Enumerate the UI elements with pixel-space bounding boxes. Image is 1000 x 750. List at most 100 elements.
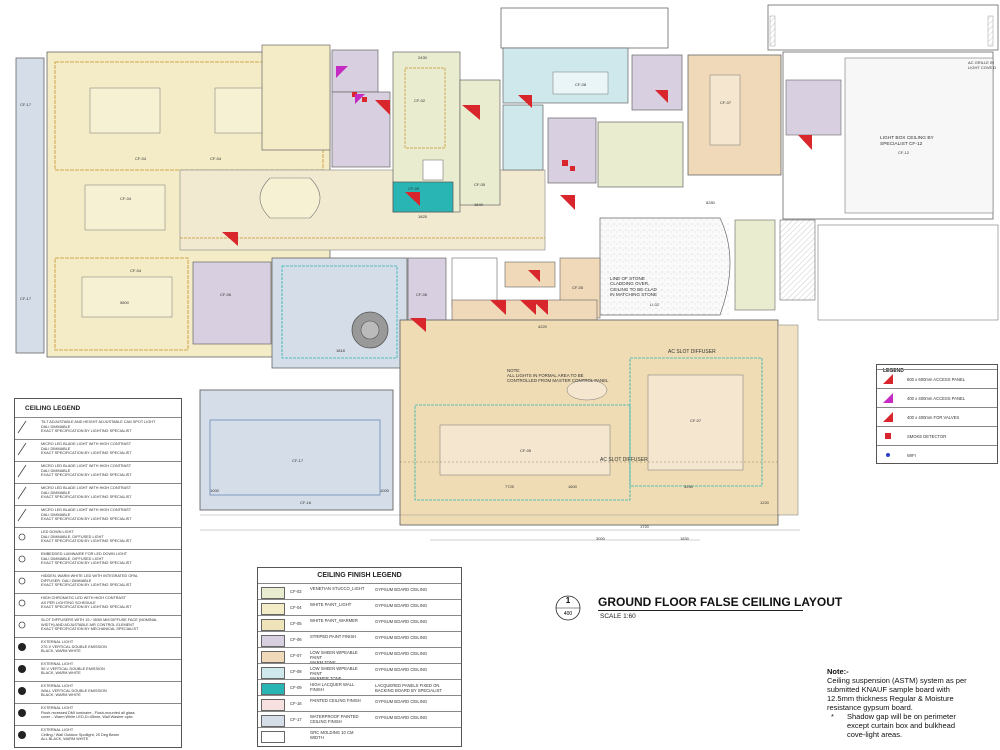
room-tag: CF-17 xyxy=(20,102,32,107)
finish-type: GYPSUM BOARD CEILING xyxy=(375,603,428,608)
ceiling-legend-text: EXTERNAL LIGHT 90-V VERTICAL DOUBLE EMIS… xyxy=(41,662,105,676)
dimension: 1640 xyxy=(474,202,483,207)
finish-name: PAINTED CEILING FINISH xyxy=(310,698,361,703)
notes-bullet-text: Shadow gap will be on perimeter except c… xyxy=(847,712,956,739)
finish-swatch xyxy=(261,603,285,615)
legend-label: 600 x 600mm ACCESS PANEL xyxy=(907,377,966,382)
sheet-number: 400 xyxy=(563,611,573,617)
notes-bullet: * xyxy=(831,712,834,721)
ceiling-legend-text: TILT ADJUSTABLE AND HEIGHT ADJUSTABLE CA… xyxy=(41,420,156,434)
drawing-number: 1 xyxy=(565,596,571,605)
room-tag: CF-06 xyxy=(220,292,232,297)
dimension: 1818 xyxy=(336,348,345,353)
title-block: 1 400 GROUND FLOOR FALSE CEILING LAYOUT … xyxy=(553,594,853,624)
ceiling-legend-text: HIGH CHROMATIC LED WITH HIGH CONTRAST AS… xyxy=(41,596,132,610)
finish-name: LOW SHEEN WIPEABLE PAINT WARMER TONE xyxy=(310,666,358,681)
notes-body: Ceiling suspension (ASTM) system as per … xyxy=(827,676,967,712)
fixture-symbol-icon xyxy=(18,665,26,673)
legend-label: SMOKE DETECTOR xyxy=(907,434,947,439)
ceiling-legend-item: LED DOWN LIGHT DALI DIMMABLE, DIFFUSED L… xyxy=(15,527,181,550)
ceiling-legend-item: HIGH CHROMATIC LED WITH HIGH CONTRAST AS… xyxy=(15,593,181,616)
fixture-symbol-icon xyxy=(18,599,26,607)
finish-code: CF-06 xyxy=(290,637,302,642)
finish-code: CF-08 xyxy=(290,669,302,674)
finish-code: CF-07 xyxy=(290,653,302,658)
legend-item: WIFI xyxy=(877,445,997,465)
dimension: 1830 xyxy=(680,536,689,541)
room-cf06-1 xyxy=(261,44,331,151)
li02-label: LI-02 xyxy=(650,302,660,307)
finish-legend-item: CF-08 LOW SHEEN WIPEABLE PAINT WARMER TON… xyxy=(258,663,461,681)
finish-code: CF-05 xyxy=(290,621,302,626)
fixture-symbol-icon xyxy=(18,709,26,717)
ceiling-legend-item: EXTERNAL LIGHT 270-V VERTICAL DOUBLE EMI… xyxy=(15,637,181,660)
top-box-1 xyxy=(500,7,669,49)
finish-legend-item: GRC MOLDING 10 CM WIDTH xyxy=(258,727,461,744)
dimension: 3000 xyxy=(596,536,605,541)
ac-slot-label-1: AC SLOT DIFFUSER xyxy=(668,349,716,355)
finish-name: HIGH LACQUER WALL FINISH xyxy=(310,682,355,692)
notes-heading: Note:- xyxy=(827,667,849,676)
right-legend-title: LEGEND xyxy=(883,368,904,374)
fixture-symbol-icon xyxy=(17,508,27,522)
finish-swatch xyxy=(261,619,285,631)
room-tag: CF-04 xyxy=(135,156,147,161)
room-cf17-mid xyxy=(271,257,408,369)
ceiling-legend-item: EXTERNAL LIGHT 90-V VERTICAL DOUBLE EMIS… xyxy=(15,659,181,682)
legend-item: 400 x 400mm ACCESS PANEL xyxy=(877,388,997,408)
ceiling-legend-item: HIDDEN, WARM WHITE LED WITH INTEGRATED O… xyxy=(15,571,181,594)
finish-code: CF-17 xyxy=(290,717,302,722)
finish-name: WATERPROOF PAINTED CEILING FINISH xyxy=(310,714,359,724)
drawing-scale: SCALE 1:60 xyxy=(600,613,636,620)
finish-name: VENETIAN STUCCO_LIGHT xyxy=(310,586,365,591)
ceiling-legend-item: EMBEDDED LUMINAIRE FOR LED DOWN LIGHT DA… xyxy=(15,549,181,572)
fixture-symbol-icon xyxy=(17,442,27,456)
room-cf09 xyxy=(392,181,454,213)
room-tag: CF-05 xyxy=(572,285,584,290)
room-tag: CF-04 xyxy=(120,196,132,201)
light-box-label: LIGHT BOX CEILING BY SPECIALIST CF-12 xyxy=(880,136,934,147)
fixture-symbol-icon xyxy=(18,731,26,739)
room-tag: CF-04 xyxy=(130,268,142,273)
finish-type: GYPSUM BOARD CEILING xyxy=(375,715,428,720)
finish-name: STRIPED PAINT FINISH xyxy=(310,634,357,639)
finish-legend-item: CF-17 WATERPROOF PAINTED CEILING FINISH GY… xyxy=(258,711,461,728)
dimension: 2430 xyxy=(418,55,427,60)
ceiling-legend-text: LED DOWN LIGHT DALI DIMMABLE, DIFFUSED L… xyxy=(41,530,132,544)
ceiling-legend-text: EXTERNAL LIGHT Flush-recessed DMI lumina… xyxy=(41,706,135,720)
access-panel-icon xyxy=(883,393,893,403)
stone-cladding-label: LINE OF STONE CLADDING OVER, CEILING TO … xyxy=(610,276,658,298)
finish-swatch xyxy=(261,587,285,599)
ceiling-legend-item: MICRO LED BLADE LIGHT WITH HIGH CONTRAST… xyxy=(15,439,181,462)
ceiling-legend-item: SLOT DIFFUSERS WITH 15 / 35/50 MM DIFFUS… xyxy=(15,615,181,638)
finish-name: WHITE PAINT_LIGHT xyxy=(310,602,352,607)
finish-type: GYPSUM BOARD CEILING xyxy=(375,635,428,640)
ceiling-legend-text: MICRO LED BLADE LIGHT WITH HIGH CONTRAST… xyxy=(41,442,132,456)
room-cf06-mid xyxy=(192,261,272,345)
access-panel-markers xyxy=(222,90,812,332)
ceiling-legend-title: CEILING LEGEND xyxy=(25,405,81,412)
ceiling-legend-item: MICRO LED BLADE LIGHT WITH HIGH CONTRAST… xyxy=(15,483,181,506)
fixture-symbol-icon xyxy=(18,577,26,585)
top-box-2 xyxy=(767,4,999,51)
notes-block: Note:- Ceiling suspension (ASTM) system … xyxy=(827,667,997,739)
finish-swatch xyxy=(261,715,285,727)
right-legend: LEGEND 600 x 600mm ACCESS PANEL 400 x 400… xyxy=(876,364,998,464)
finish-code: CF-04 xyxy=(290,605,302,610)
room-tag: CF-09 xyxy=(408,186,420,191)
room-tag: CF-05 xyxy=(520,448,532,453)
legend-item: SMOKE DETECTOR xyxy=(877,426,997,446)
room-tag: CF-07 xyxy=(690,418,702,423)
finish-swatch xyxy=(261,651,285,663)
finish-type: GYPSUM BOARD CEILING xyxy=(375,587,428,592)
finish-type: GYPSUM BOARD CEILING xyxy=(375,651,428,656)
ceiling-legend-item: MICRO LED BLADE LIGHT WITH HIGH CONTRAST… xyxy=(15,505,181,528)
ceiling-legend-item: TILT ADJUSTABLE AND HEIGHT ADJUSTABLE CA… xyxy=(15,417,181,440)
ceiling-legend-text: EMBEDDED LUMINAIRE FOR LED DOWN LIGHT DA… xyxy=(41,552,132,566)
ceiling-legend-text: EXTERNAL LIGHT WALL VERTICAL DOUBLE EMIS… xyxy=(41,684,107,698)
finish-name: GRC MOLDING 10 CM WIDTH xyxy=(310,730,354,740)
drawing-title: GROUND FLOOR FALSE CEILING LAYOUT xyxy=(598,595,843,609)
